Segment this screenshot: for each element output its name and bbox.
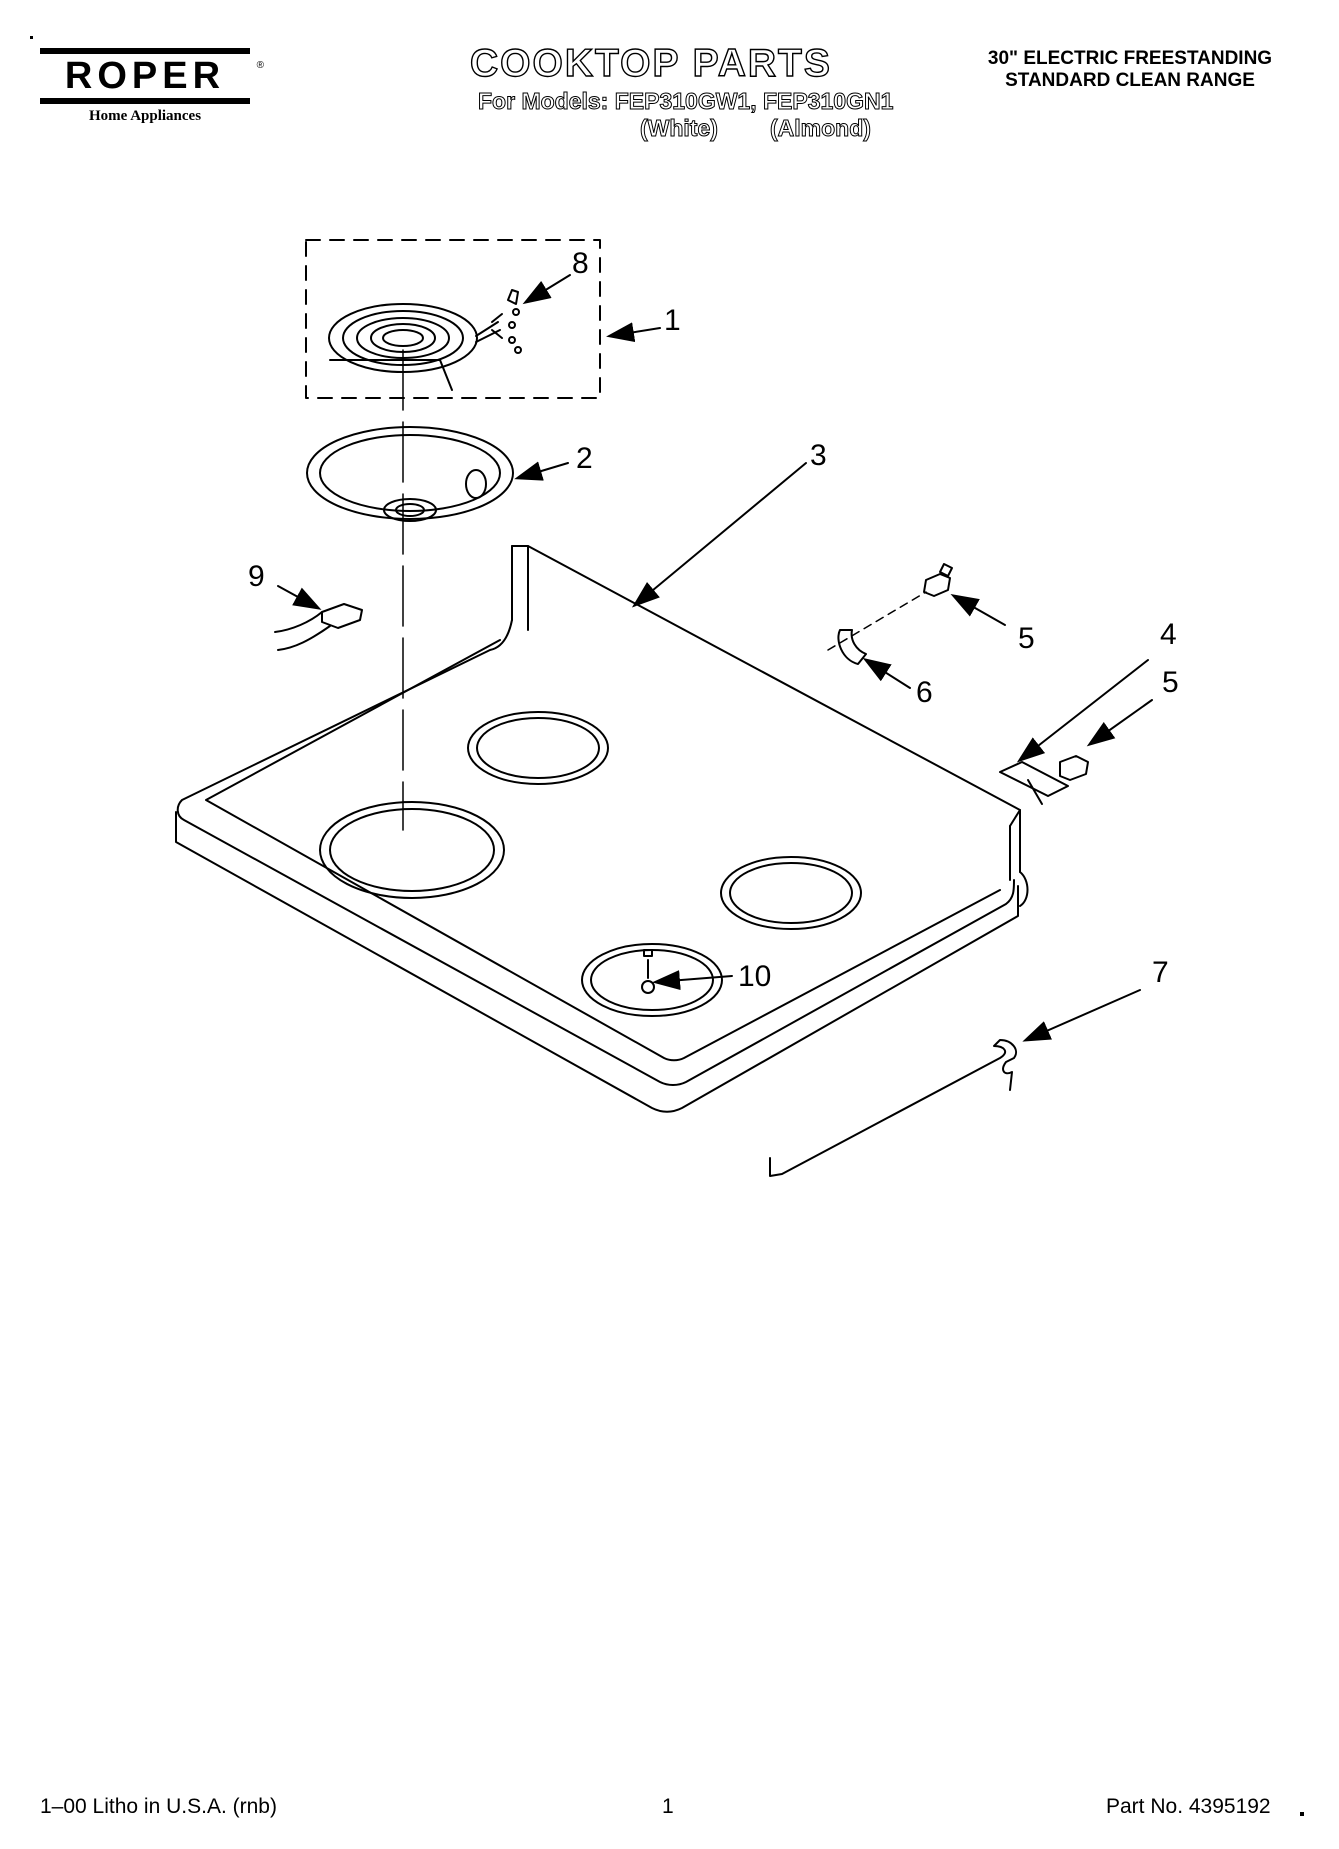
- arrow-1: [606, 322, 661, 343]
- page-title: COOKTOP PARTS: [469, 41, 832, 85]
- roper-logo: ROPER ® Home Appliances: [40, 48, 264, 125]
- drip-pan: [306, 426, 514, 522]
- logo-tagline: Home Appliances: [88, 108, 202, 124]
- terminal-block: [507, 289, 522, 354]
- burner-opening-left-rear: [467, 711, 609, 785]
- surface-element-coil: [328, 303, 503, 391]
- element-assembly-box: [305, 239, 601, 399]
- page-number: 1: [662, 1795, 674, 1818]
- arrow-3: [631, 462, 807, 608]
- callout-4: 4: [1160, 618, 1177, 651]
- arrow-7: [1022, 989, 1141, 1042]
- range-description: 30" ELECTRIC FREESTANDING STANDARD CLEAN…: [960, 48, 1300, 92]
- arrow-4: [1016, 659, 1149, 763]
- arrow-8: [522, 274, 571, 305]
- screw-lower: [1059, 755, 1089, 781]
- burner-opening-right-rear: [720, 856, 862, 930]
- clip-part-6: [837, 629, 867, 665]
- logo-bar-top: [40, 48, 250, 54]
- screw-upper: [923, 563, 953, 597]
- callout-5-lower: 5: [1162, 666, 1179, 699]
- models-line: For Models: FEP310GW1, FEP310GN1: [477, 88, 894, 115]
- corner-mark-bottom: [1300, 1812, 1304, 1816]
- callout-1: 1: [664, 304, 681, 337]
- arrow-2: [514, 461, 569, 481]
- callout-3: 3: [810, 439, 827, 472]
- callout-10: 10: [738, 960, 771, 993]
- logo-bar-bottom: [40, 98, 250, 104]
- rod-part-7: [769, 1039, 1018, 1177]
- wire-connector: [274, 603, 363, 651]
- arrow-5-upper: [950, 594, 1006, 626]
- color-white-label: (White): [640, 115, 719, 142]
- corner-mark: [30, 36, 33, 39]
- callout-5-upper: 5: [1018, 622, 1035, 655]
- callout-2: 2: [576, 442, 593, 475]
- arrow-9: [277, 585, 322, 610]
- arrow-6: [862, 657, 911, 689]
- bracket-part-4: [999, 761, 1069, 805]
- arrow-5-lower: [1086, 699, 1153, 747]
- part-number: Part No. 4395192: [1106, 1795, 1271, 1818]
- litho-line: 1–00 Litho in U.S.A. (rnb): [40, 1795, 277, 1818]
- cooktop-panel: [175, 545, 1029, 1113]
- range-description-line2: STANDARD CLEAN RANGE: [1005, 70, 1255, 91]
- callout-8: 8: [572, 247, 589, 280]
- callout-7: 7: [1152, 956, 1169, 989]
- callout-6: 6: [916, 676, 933, 709]
- callout-9: 9: [248, 560, 265, 593]
- burner-opening-left-front: [319, 801, 505, 899]
- range-description-line1: 30" ELECTRIC FREESTANDING: [987, 48, 1273, 69]
- arrow-10: [652, 970, 733, 991]
- trademark-symbol: ®: [256, 60, 264, 71]
- screw-part-10: [641, 949, 655, 994]
- logo-wordmark: ROPER: [64, 55, 226, 97]
- color-almond-label: (Almond): [770, 115, 872, 142]
